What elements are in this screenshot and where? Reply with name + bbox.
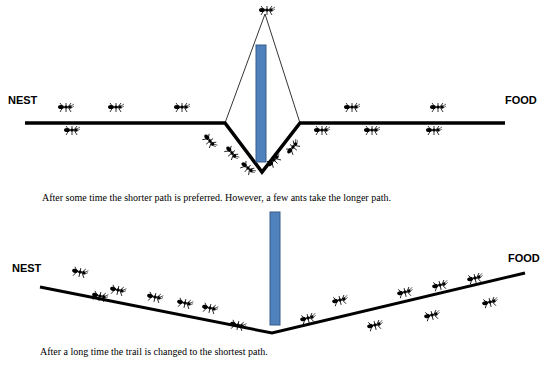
obstacle — [256, 45, 266, 162]
caption-text: After a long time the trail is changed t… — [40, 346, 268, 357]
ants — [58, 6, 446, 177]
ants — [71, 266, 499, 331]
end-label: NEST — [12, 262, 41, 274]
end-label: NEST — [8, 94, 37, 106]
end-label: FOOD — [508, 252, 540, 264]
end-label: FOOD — [505, 94, 537, 106]
obstacle — [270, 212, 280, 325]
shortest-path — [40, 273, 525, 333]
caption-text: After some time the shorter path is pref… — [42, 192, 391, 203]
